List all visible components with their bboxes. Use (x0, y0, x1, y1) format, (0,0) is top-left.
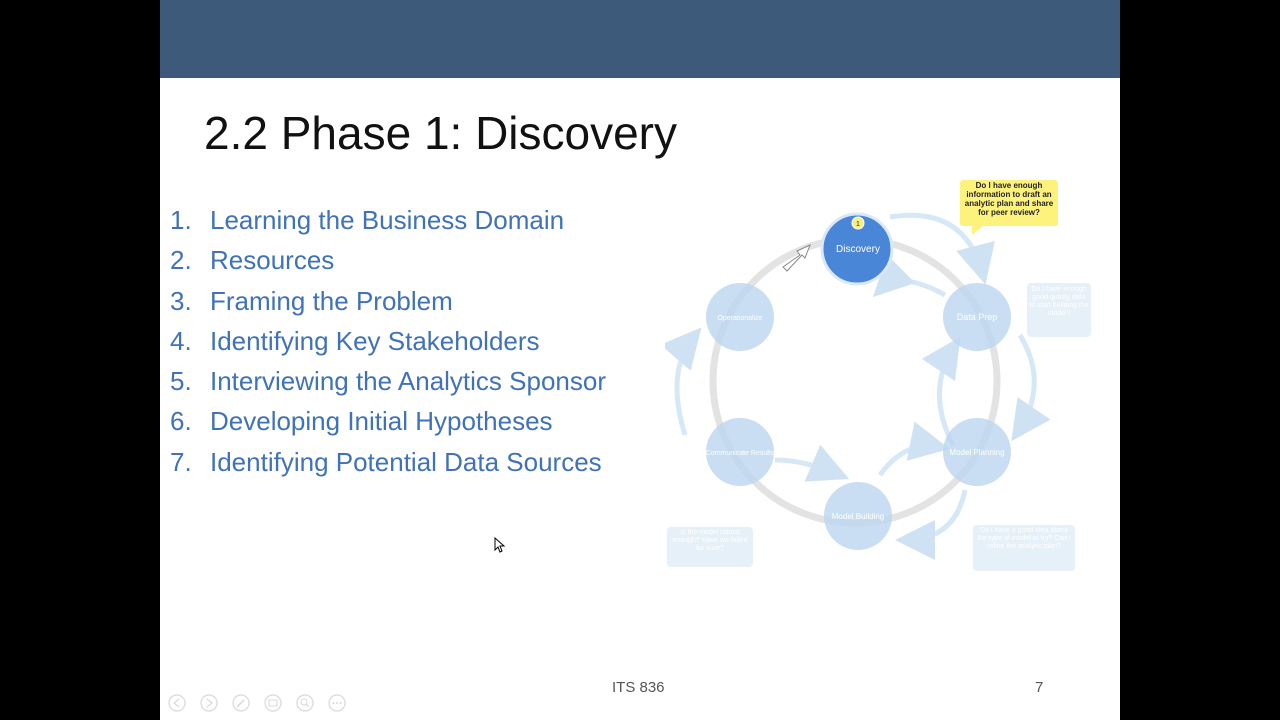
phase-data-prep-circle (943, 283, 1011, 351)
list-item-number: 2. (170, 245, 192, 276)
arrow-dataprep-to-discovery (872, 254, 947, 298)
callout-model-building-box (667, 527, 753, 567)
phase-discovery-circle (820, 212, 894, 286)
phase-number-badge (851, 216, 865, 230)
callout-pointer (972, 226, 983, 235)
list-item-number: 4. (170, 325, 192, 356)
phase-discovery-number: 1 (856, 221, 860, 228)
pen-icon[interactable] (232, 694, 250, 712)
list-item-number: 7. (170, 446, 192, 477)
next-icon[interactable] (200, 694, 218, 712)
phase-operationalize: Operationalize (706, 283, 774, 351)
more-icon[interactable] (328, 694, 346, 712)
list-item-text: Resources (210, 245, 335, 276)
callout-model-building: Is the model robust enough? Have we fail… (667, 527, 753, 567)
arrow-building-to-planning (877, 421, 950, 477)
phase-model-planning-circle (943, 418, 1011, 486)
list-item-number: 3. (170, 285, 192, 316)
phase-model-building-circle (824, 482, 892, 550)
list-item-number: 5. (170, 366, 192, 397)
list-item-text: Learning the Business Domain (210, 205, 565, 235)
phase-data-prep: Data Prep (943, 283, 1011, 351)
arrow-dataprep-to-planning (1011, 333, 1051, 442)
slide: 2.2 Phase 1: Discovery 1. Learning the Bu… (160, 0, 1120, 720)
phase-model-planning: Model Planning (943, 418, 1011, 486)
list-item-text: Framing the Problem (210, 285, 453, 316)
arrow-communicate-to-building (774, 444, 850, 482)
phase-model-planning-label: Model Planning (949, 448, 1004, 457)
callout-discovery: Do I have enough information to draft an… (960, 180, 1058, 235)
slide-page-number: 7 (1035, 679, 1044, 696)
phase-discovery-label: Discovery (836, 244, 880, 255)
slide-footer: ITS 836 (612, 679, 665, 696)
arrow-planning-to-building (895, 489, 968, 560)
phase-model-building: Model Building (824, 482, 892, 550)
callout-model-planning-box (973, 525, 1075, 571)
phase-communicate-label: Communicate Results (706, 450, 775, 457)
slide-title: 2.2 Phase 1: Discovery (204, 107, 678, 159)
list-item: 5. Interviewing the Analytics Sponsor (170, 361, 606, 401)
phase-operationalize-circle (706, 283, 774, 351)
phase-communicate-circle (706, 418, 774, 486)
arrow-discovery-to-dataprep (889, 212, 995, 285)
list-item-text: Identifying Potential Data Sources (210, 446, 602, 477)
callout-model-planning-text: Do I have a good idea about the type of … (977, 527, 1071, 550)
phase-operationalize-label: Operationalize (717, 315, 762, 322)
callout-model-planning: Do I have a good idea about the type of … (973, 525, 1075, 571)
slide-header-bar (160, 0, 1120, 78)
list-item: 4. Identifying Key Stakeholders (170, 321, 606, 361)
slides-icon[interactable] (264, 694, 282, 712)
list-item: 2. Resources (170, 240, 606, 280)
mouse-pointer-icon (494, 537, 506, 553)
arrow-communicate-to-operationalize (665, 327, 702, 436)
callout-data-prep: Do I have enough good quality data to st… (1027, 283, 1091, 337)
topic-list: 1. Learning the Business Domain 2. Resourc… (170, 200, 606, 482)
list-item: 1. Learning the Business Domain (170, 200, 606, 240)
zoom-icon[interactable] (296, 694, 314, 712)
callout-data-prep-text: Do I have enough good quality data to st… (1029, 286, 1089, 317)
phase-data-prep-label: Data Prep (957, 312, 998, 322)
phase-model-building-label: Model Building (832, 512, 884, 521)
callout-discovery-box (960, 180, 1058, 226)
list-item: 3. Framing the Problem (170, 281, 606, 321)
list-item-text: Interviewing the Analytics Sponsor (210, 366, 606, 397)
list-item-text: Identifying Key Stakeholders (210, 325, 540, 356)
list-item-text: Developing Initial Hypotheses (210, 406, 553, 437)
callout-discovery-text: Do I have enough information to draft an… (964, 181, 1054, 217)
phase-communicate-results: Communicate Results (706, 418, 775, 486)
list-item: 6. Developing Initial Hypotheses (170, 401, 606, 441)
phase-discovery: 1 Discovery (820, 212, 894, 286)
arrow-into-discovery (782, 244, 811, 272)
callout-model-building-text: Is the model robust enough? Have we fail… (672, 529, 748, 552)
callout-data-prep-box (1027, 283, 1091, 337)
lifecycle-diagram: 1 Discovery Data Prep Model Planning Mod… (665, 180, 1091, 571)
list-item: 7. Identifying Potential Data Sources (170, 442, 606, 482)
list-item-number: 1. (170, 205, 192, 235)
previous-icon[interactable] (168, 694, 186, 712)
list-item-number: 6. (170, 406, 192, 437)
presentation-controls (168, 694, 346, 712)
